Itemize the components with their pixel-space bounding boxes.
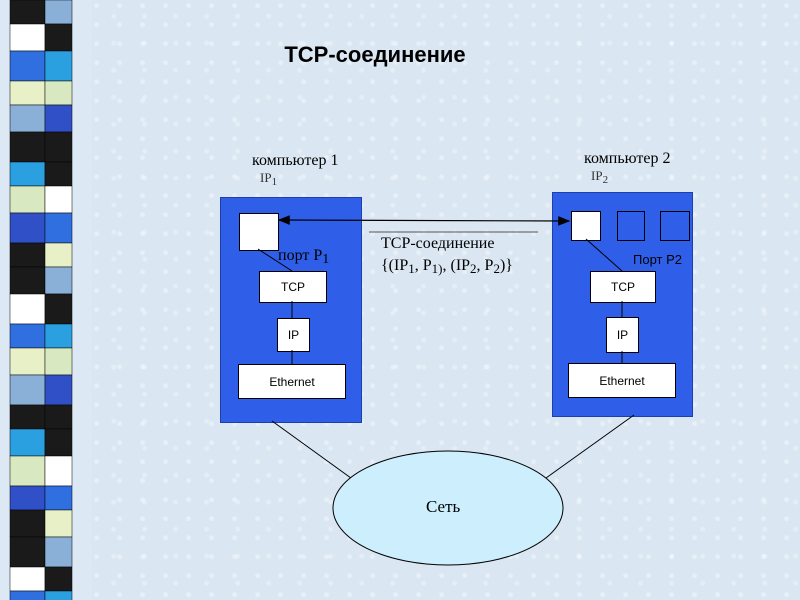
tcp-connection-arrow — [277, 215, 571, 226]
computer-2-ip-label: IP2 — [591, 168, 609, 186]
slide-title: TCP-соединение — [284, 42, 466, 67]
computer-2-port — [571, 211, 601, 241]
computer-1-ip-layer: IP — [277, 318, 310, 352]
connection-tuple: {(IP1, P1), (IP2, P2)} — [381, 257, 513, 276]
network-ellipse — [332, 450, 564, 566]
network-label: Сеть — [426, 497, 461, 516]
computer-1-label: компьютер 1 — [252, 152, 339, 169]
computer-1-ethernet-layer: Ethernet — [238, 364, 346, 399]
decorative-stripe — [0, 0, 92, 600]
computer-2-label: компьютер 2 — [584, 150, 671, 167]
computer-2-free-port-b — [660, 211, 690, 241]
computer-2-tcp-layer: TCP — [590, 271, 656, 303]
computer-1-ip-label: IP1 — [260, 170, 278, 188]
computer-1-tcp-layer: TCP — [259, 271, 327, 303]
computer-2-ethernet-layer: Ethernet — [568, 363, 676, 398]
computer-2-ip-layer: IP — [606, 317, 639, 353]
connection-label: TCP-соединение — [381, 235, 495, 252]
computer-2-free-port-a — [617, 211, 645, 241]
computer-1-port-label: порт P1 — [278, 247, 330, 267]
computer-1-port — [239, 213, 279, 251]
computer-2-port-label: Порт P2 — [633, 252, 682, 267]
